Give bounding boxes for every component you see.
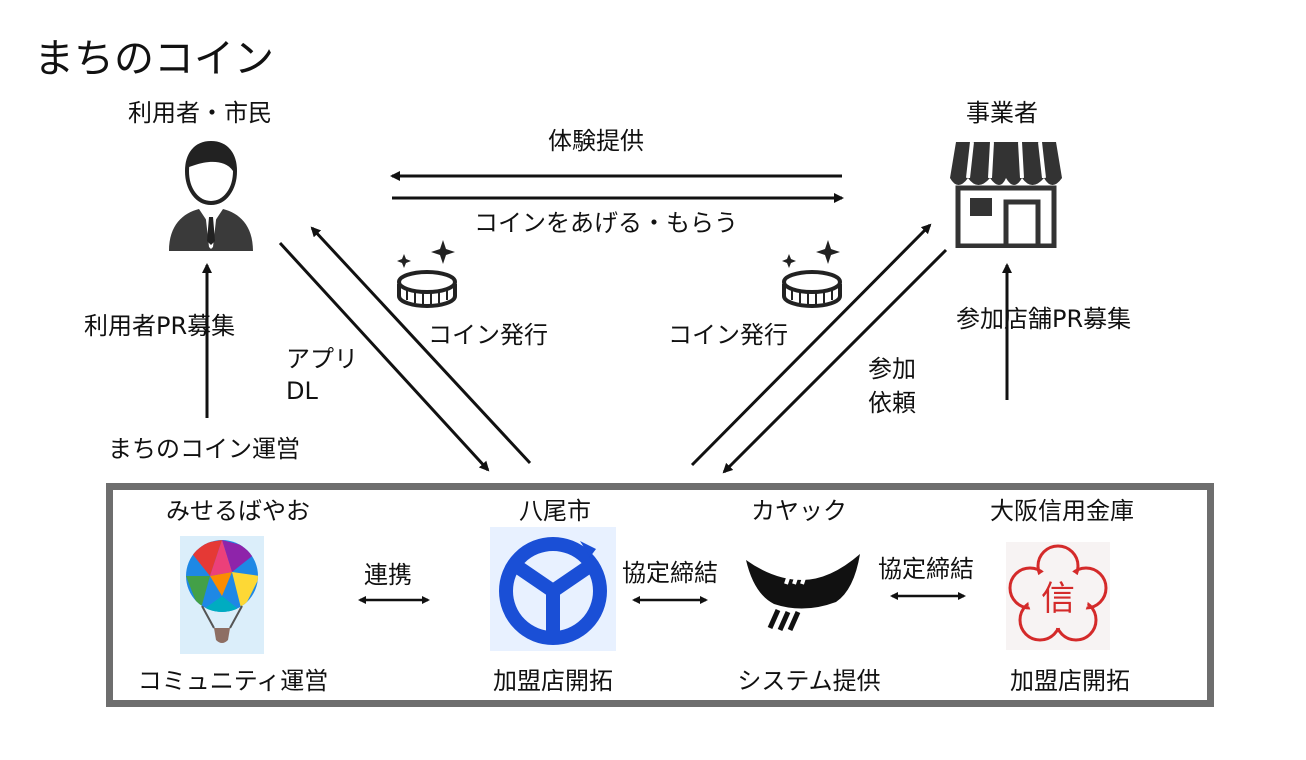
arrow-yao-to-user xyxy=(310,226,532,465)
coin-exchange-label: コインをあげる・もらう xyxy=(474,209,738,237)
app-dl-label-2: DL xyxy=(286,377,318,405)
partner-name-miseruba: みせるばやお xyxy=(166,497,310,525)
kyotei-label-1: 協定締結 xyxy=(622,559,718,587)
coin-issue-left-label: コイン発行 xyxy=(428,321,548,349)
join-label-1: 参加 xyxy=(868,355,916,383)
svg-text:信: 信 xyxy=(1041,579,1075,619)
coin-icon-left xyxy=(397,240,457,309)
arrow-yao-to-business xyxy=(690,223,932,467)
yao-city-emblem-icon xyxy=(490,527,616,651)
partner-role-miseruba: コミュニティ運営 xyxy=(137,667,329,695)
page-title: まちのコイン xyxy=(34,36,274,82)
operation-label: まちのコイン運営 xyxy=(108,435,300,463)
renkei-label: 連携 xyxy=(364,561,412,589)
partner-group-box xyxy=(106,483,1214,707)
shin-seal-logo-icon: 信 xyxy=(1006,542,1110,650)
user-icon xyxy=(169,140,253,251)
arrow-app-dl xyxy=(278,241,490,472)
kayac-logo-icon xyxy=(746,554,860,632)
balloon-logo-icon xyxy=(180,536,264,654)
partner-name-shinkin: 大阪信用金庫 xyxy=(990,497,1134,525)
app-dl-label-1: アプリ xyxy=(286,345,358,373)
kyotei-label-2: 協定締結 xyxy=(878,555,974,583)
coin-issue-right-label: コイン発行 xyxy=(668,321,788,349)
user-pr-label: 利用者PR募集 xyxy=(84,312,236,340)
partner-name-kayac: カヤック xyxy=(751,497,847,525)
coin-icon-right xyxy=(782,240,842,309)
partner-role-yao: 加盟店開拓 xyxy=(493,667,613,695)
arrow-join-request xyxy=(722,248,948,474)
shop-icon xyxy=(950,141,1062,248)
partner-role-shinkin: 加盟店開拓 xyxy=(1010,667,1130,695)
join-request-label-2: 依頼 xyxy=(868,389,916,417)
experience-label: 体験提供 xyxy=(548,127,644,155)
user-label: 利用者・市民 xyxy=(128,99,272,127)
shop-pr-label: 参加店舗PR募集 xyxy=(956,305,1132,333)
business-label: 事業者 xyxy=(966,99,1038,127)
partner-role-kayac: システム提供 xyxy=(737,667,881,695)
partner-name-yao: 八尾市 xyxy=(519,497,591,525)
